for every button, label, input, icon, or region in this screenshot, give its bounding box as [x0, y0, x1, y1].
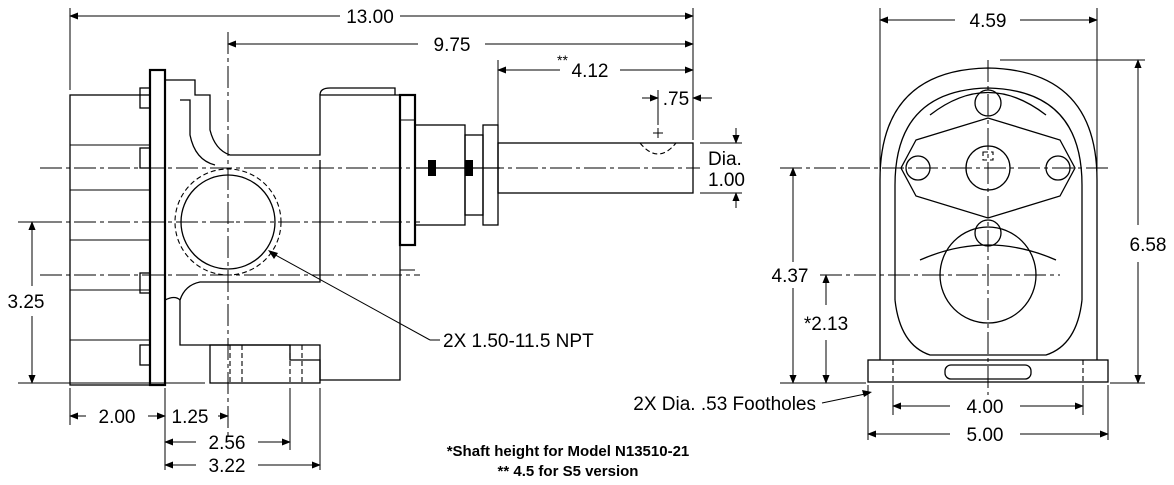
dim-foot-span-2: 3.22: [209, 456, 246, 477]
port-note: 2X 1.50-11.5 NPT: [443, 331, 594, 352]
end-view: 4.59 6.58 4.37 *2.13 2X Dia. .53 Foothol…: [633, 8, 1166, 446]
dim-shaft-extension: 4.12: [572, 61, 609, 82]
dim-foot-span-1: 2.56: [209, 433, 246, 454]
dim-width: 4.59: [970, 11, 1007, 32]
dim-keyway: .75: [663, 89, 689, 110]
dim-port-to-shaft-end: 9.75: [434, 35, 471, 56]
dim-overall-height: 6.58: [1130, 235, 1167, 256]
foothole-note: 2X Dia. .53 Footholes: [633, 394, 816, 415]
dim-shaft-height: 4.37: [772, 266, 809, 287]
pump-housing: [164, 79, 415, 384]
dim-overall-length: 13.00: [346, 7, 394, 28]
rear-cover: [69, 94, 151, 386]
dim-base-width: 5.00: [967, 425, 1004, 446]
note-shaft-height: *Shaft height for Model N13510-21: [447, 443, 690, 460]
dim-shaft-dia-value: 1.00: [708, 170, 745, 191]
flange-plate: [139, 68, 167, 387]
note-s5-version: ** 4.5 for S5 version: [498, 463, 639, 480]
dim-shaft-dia-label: Dia.: [708, 149, 742, 170]
dim-port-height: 3.25: [8, 292, 45, 313]
side-view: 13.00 9.75 ** 4.12 .75 Dia. 1.00 3.25 2X…: [8, 7, 745, 477]
shaft: [497, 128, 694, 194]
dim-rear-offset: 2.00: [99, 407, 136, 428]
dim-shaft-extension-mark: **: [557, 52, 568, 68]
dim-port-center-height: *2.13: [804, 314, 848, 335]
dim-foot-offset: 1.25: [172, 407, 209, 428]
notes: *Shaft height for Model N13510-21 ** 4.5…: [447, 443, 690, 480]
dim-foot-spacing: 4.00: [967, 397, 1004, 418]
